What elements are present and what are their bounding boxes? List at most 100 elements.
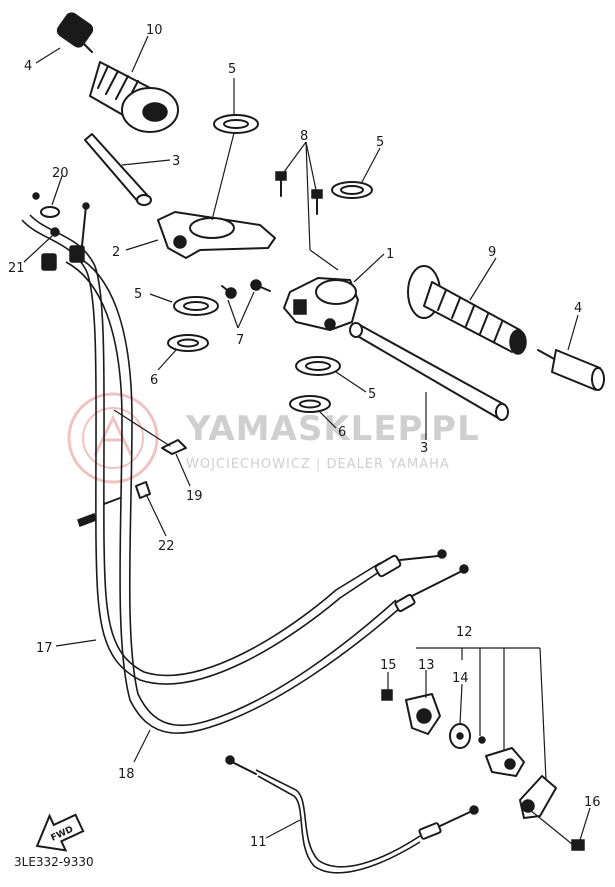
grommet-outer (295, 356, 341, 376)
part-10-grip-left (89, 61, 179, 133)
housing-upper-bore (315, 279, 357, 305)
part-20-clip (32, 192, 60, 218)
cable-17-adjuster (374, 554, 402, 578)
housing-upper-boss (293, 299, 307, 315)
cable-11-adjuster (418, 822, 442, 840)
cable-18-outer-a (65, 261, 401, 734)
fwd-arrow: FWD (35, 813, 85, 852)
grip-right-body (423, 281, 521, 353)
housing-upper-hole (324, 318, 336, 330)
label-7: 7 (236, 333, 244, 348)
grip-right-end (509, 329, 527, 355)
washer-outer (167, 334, 209, 352)
bracket-12a-hole (504, 758, 516, 770)
bar-end-right-cap (591, 367, 605, 391)
cable-18-adjuster (394, 593, 416, 613)
bar-end-weight-body (56, 12, 94, 48)
leader (265, 819, 301, 839)
pin-12 (478, 736, 486, 744)
leader (125, 239, 159, 251)
grip-left-ribs (97, 65, 139, 105)
screw-8b-head (311, 189, 323, 199)
leader-lines (23, 35, 591, 845)
leader (211, 132, 235, 221)
label-6-right: 6 (338, 425, 346, 440)
holder-22-strip (77, 513, 97, 527)
leader (51, 175, 63, 206)
grommet-inner (223, 119, 249, 129)
clip-20 (40, 206, 60, 218)
label-10: 10 (146, 23, 163, 38)
diagram-code: 3LE332-9330 (14, 855, 94, 869)
label-6-left: 6 (150, 373, 158, 388)
cable-17-top-fitting (41, 253, 57, 271)
screw-8a-head (275, 171, 287, 181)
leader (567, 314, 579, 351)
cable-end-20 (32, 192, 40, 200)
holder-22-tick (103, 497, 121, 505)
label-3-top: 3 (172, 154, 180, 169)
part-4-bar-end-right (537, 349, 605, 391)
part-6-washer-left (167, 334, 209, 352)
part-6-washer-right (289, 395, 331, 413)
grommet-outer (213, 114, 259, 134)
cable-11-outer (255, 769, 421, 868)
cable-11-inner-right (439, 811, 471, 827)
cable-17-inner (399, 555, 439, 561)
handlebar-right-tube (353, 323, 506, 419)
part-4-bar-end-left (56, 12, 94, 53)
label-5-left: 5 (134, 287, 142, 302)
part-5-grommet-top (213, 114, 259, 134)
fwd-arrow-shape (35, 813, 85, 852)
label-21: 21 (8, 261, 25, 276)
part-5-grommet-left (173, 296, 219, 316)
clamp-19 (161, 439, 187, 455)
part-8-screws (275, 171, 323, 215)
leader (579, 807, 591, 841)
leader (133, 729, 151, 763)
part-5-grommet-right (331, 181, 373, 199)
part-9-grip-right (407, 265, 527, 355)
watermark-logo-inner (82, 407, 144, 469)
leader (309, 249, 339, 271)
leader (35, 47, 61, 64)
label-3-lower: 3 (420, 441, 428, 456)
label-14: 14 (452, 671, 469, 686)
leader (175, 453, 191, 487)
housing-lower-hole (173, 235, 187, 249)
label-9: 9 (488, 245, 496, 260)
part-2-switch-housing-lower (157, 211, 276, 259)
label-11: 11 (250, 835, 267, 850)
grommet-outer (173, 296, 219, 316)
leader (227, 299, 239, 329)
washer-inner (299, 399, 321, 409)
bracket-12b-hole (521, 799, 535, 813)
cable-18-top-fitting (69, 245, 85, 263)
leader (23, 235, 53, 263)
leader (145, 493, 167, 537)
watermark-brand: YAMASKLEP.PL (185, 409, 480, 449)
leader (361, 147, 381, 183)
cable-11-inner-left (231, 761, 257, 775)
leader (305, 141, 311, 251)
leader (459, 683, 463, 725)
washer-outer (289, 395, 331, 413)
screw-15 (381, 689, 393, 701)
leader (335, 371, 367, 393)
cable-18-inner (411, 571, 461, 597)
label-20: 20 (52, 166, 69, 181)
handlebar-left-tube (84, 133, 149, 205)
label-16: 16 (584, 795, 601, 810)
throttle-cables (21, 202, 469, 734)
grommet-outer (331, 181, 373, 199)
washer-inner (177, 338, 199, 348)
part-11-cable (225, 755, 479, 874)
label-18: 18 (118, 767, 135, 782)
cable-11-outer-b (257, 775, 421, 874)
label-12: 12 (456, 625, 473, 640)
cable-18-top-inner (81, 205, 87, 247)
label-1: 1 (386, 247, 394, 262)
leader (305, 141, 317, 191)
grip-left-bore (142, 102, 168, 122)
